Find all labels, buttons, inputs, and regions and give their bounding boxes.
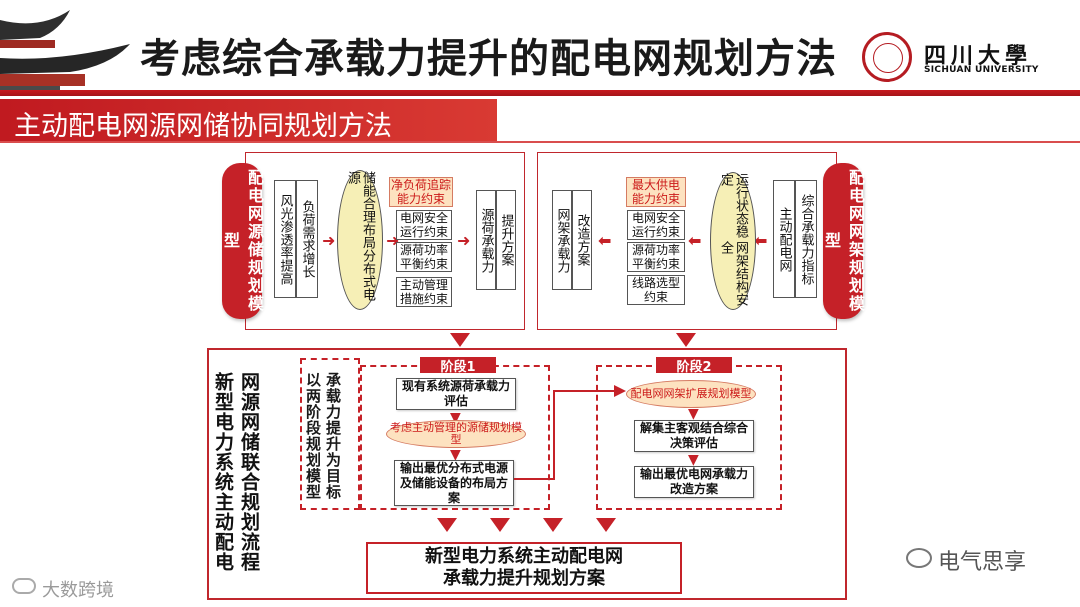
left-constraint-4: 主动管理措施约束: [396, 277, 452, 307]
left-constraint-1: 净负荷追踪能力约束: [389, 177, 453, 207]
right-output-box-1: 改造方案: [572, 190, 592, 290]
right-model-label: 配电网网架规划模型: [822, 163, 865, 319]
two-stage-col2: 承载力提升为目标: [324, 372, 342, 500]
left-oval: 储能合理布局分布式电源: [337, 170, 383, 310]
section-banner: [0, 99, 497, 143]
final-line1: 新型电力系统主动配电网: [425, 546, 623, 567]
stage1-step3: 输出最优分布式电源及储能设备的布局方案: [394, 460, 514, 506]
right-constraint-4: 线路选型约束: [627, 275, 685, 305]
brand-watermark: 大数跨境: [42, 580, 114, 601]
right-oval-2: 网架结构安全: [718, 241, 748, 306]
process-label-col2: 网源网储联合规划流程: [238, 372, 260, 572]
down-arrow-icon: [543, 518, 563, 532]
final-plan-box: 新型电力系统主动配电网 承载力提升规划方案: [366, 542, 682, 594]
right-input-box-2: 主动配电网: [773, 180, 795, 298]
stage2-label: 阶段2: [656, 357, 732, 375]
banner-underline: [0, 141, 1080, 143]
university-logo-text: 四川大學: [924, 44, 1033, 69]
right-input-box-1: 综合承载力指标: [795, 180, 817, 298]
arrow-right-icon: ➜: [322, 231, 336, 250]
left-output-box-2: 源荷承载力: [476, 190, 496, 290]
arrow-down-icon: ▼: [450, 447, 461, 463]
university-logo-english: SICHUAN UNIVERSITY: [924, 65, 1039, 75]
right-oval-1: 运行状态稳定: [718, 173, 748, 238]
right-constraint-1: 最大供电能力约束: [626, 177, 686, 207]
down-arrow-icon: [450, 333, 470, 347]
arrow-down-icon: ▼: [450, 410, 461, 426]
left-constraint-3: 源荷功率平衡约束: [396, 242, 452, 272]
right-output-box-2: 网架承载力: [552, 190, 572, 290]
arrow-left-icon: ⬅: [688, 231, 702, 250]
stage2-step2: 解集主客观结合综合决策评估: [634, 420, 754, 452]
right-constraint-2: 电网安全运行约束: [627, 210, 685, 240]
left-input-box-1: 风光渗透率提高: [274, 180, 296, 298]
page-title: 考虑综合承载力提升的配电网规划方法: [140, 36, 837, 82]
brand-icon: [12, 578, 36, 594]
arrow-left-icon: ⬅: [598, 231, 612, 250]
left-output-box-1: 提升方案: [496, 190, 516, 290]
down-arrow-icon: [490, 518, 510, 532]
right-oval: 运行状态稳定网架结构安全: [710, 172, 756, 310]
left-input-box-2: 负荷需求增长: [296, 180, 318, 298]
arrow-down-icon: ▼: [688, 452, 699, 468]
stage2-step1: 配电网网架扩展规划模型: [626, 380, 756, 408]
header-rule: [0, 90, 1080, 96]
stage1-step2: 考虑主动管理的源储规划模型: [386, 420, 526, 448]
left-model-label: 配电网源储规划模型: [221, 163, 264, 319]
arrow-right-icon: ➜: [457, 231, 471, 250]
two-stage-col1: 以两阶段规划模型: [304, 372, 322, 500]
down-arrow-icon: [676, 333, 696, 347]
stage-connector: [514, 385, 626, 480]
wechat-icon: [906, 548, 932, 568]
down-arrow-icon: [596, 518, 616, 532]
university-seal-icon: [862, 32, 912, 82]
down-arrow-icon: [437, 518, 457, 532]
arrow-left-icon: ⬅: [754, 231, 768, 250]
stage2-step3: 输出最优电网承载力改造方案: [634, 466, 754, 498]
process-label-col1: 新型电力系统主动配电: [212, 372, 234, 572]
arrow-down-icon: ▼: [688, 406, 699, 422]
stage1-label: 阶段1: [420, 357, 496, 375]
left-constraint-2: 电网安全运行约束: [396, 210, 452, 240]
two-stage-box: [300, 358, 360, 510]
section-banner-text: 主动配电网源网储协同规划方法: [14, 111, 392, 142]
right-constraint-3: 源荷功率平衡约束: [627, 242, 685, 272]
stage1-step1: 现有系统源荷承载力评估: [396, 378, 516, 410]
final-line2: 承载力提升规划方案: [443, 568, 605, 589]
wechat-watermark: 电气思享: [938, 550, 1027, 575]
